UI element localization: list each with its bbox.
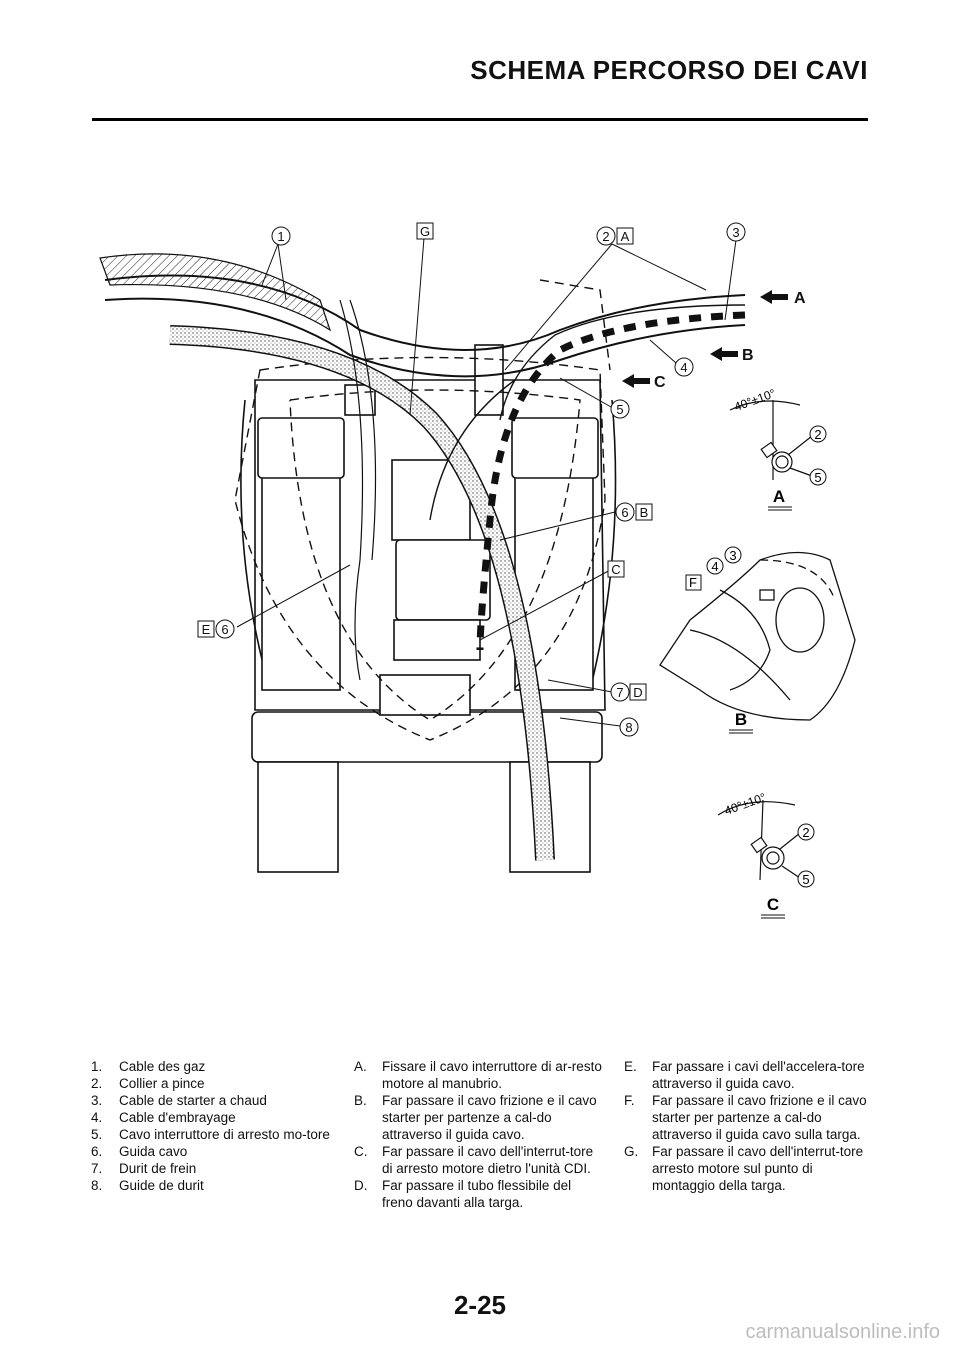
detail-a xyxy=(729,400,813,480)
legend-parts: 1.Cable des gaz 2.Collier a pince 3.Cabl… xyxy=(91,1058,331,1194)
callout-8: 8 xyxy=(625,720,632,735)
detail-c xyxy=(717,799,801,881)
list-item: 2.Collier a pince xyxy=(91,1076,205,1091)
detail-b-4: 4 xyxy=(711,559,718,574)
list-item: C.Far passare il cavo dell'interrut-tore… xyxy=(354,1144,594,1176)
detail-c-2: 2 xyxy=(802,825,809,840)
list-item: 3.Cable de starter a chaud xyxy=(91,1093,267,1108)
callout-7: 7 xyxy=(616,685,623,700)
callout-6e: 6 xyxy=(221,622,228,637)
detail-a-5: 5 xyxy=(814,470,821,485)
detail-a-angle: 40°±10° xyxy=(732,386,777,414)
callout-4: 4 xyxy=(680,360,687,375)
callout-2: 2 xyxy=(602,229,609,244)
callout-6b-box: B xyxy=(640,505,649,520)
view-arrows: A B C xyxy=(622,290,806,391)
legend-instructions-e-g: E.Far passare i cavi dell'accelera-tore … xyxy=(624,1058,874,1194)
callout-c: C xyxy=(611,562,620,577)
arrow-label-c: C xyxy=(654,374,666,391)
detail-b-label: B xyxy=(735,710,747,729)
list-item: 1.Cable des gaz xyxy=(91,1059,206,1074)
list-item: 5.Cavo interruttore di arresto mo-tore xyxy=(91,1127,330,1142)
detail-c-label: C xyxy=(767,895,779,914)
callout-g: G xyxy=(420,224,430,239)
list-item: 4.Cable d'embrayage xyxy=(91,1110,236,1125)
detail-a-2: 2 xyxy=(814,427,821,442)
list-item: G.Far passare il cavo dell'interrut-tore… xyxy=(624,1144,864,1193)
list-item: D.Far passare il tubo flessibile del fre… xyxy=(354,1178,572,1210)
cable-routing-diagram: 1 G 2 A 3 4 5 6 B C E 6 7 D 8 A B C xyxy=(99,222,856,919)
detail-a-label: A xyxy=(773,487,785,506)
list-item: F.Far passare il cavo frizione e il cavo… xyxy=(624,1093,867,1142)
watermark: carmanualsonline.info xyxy=(745,1321,940,1343)
list-item: 8.Guide de durit xyxy=(91,1178,204,1193)
page-title: SCHEMA PERCORSO DEI CAVI xyxy=(470,55,868,85)
callout-5: 5 xyxy=(616,402,623,417)
callout-1: 1 xyxy=(277,229,284,244)
front-body xyxy=(240,344,617,873)
detail-b-f: F xyxy=(689,575,697,590)
arrow-label-a: A xyxy=(794,290,806,307)
list-item: 7.Durit de frein xyxy=(91,1161,197,1176)
detail-c-5: 5 xyxy=(802,872,809,887)
list-item: 6.Guida cavo xyxy=(91,1144,188,1159)
detail-c-angle: 40°±10° xyxy=(723,790,768,818)
detail-b xyxy=(659,551,856,721)
callout-d: D xyxy=(633,685,642,700)
list-item: E.Far passare i cavi dell'accelera-tore … xyxy=(624,1059,865,1091)
page-number: 2-25 xyxy=(453,1290,507,1320)
legend-instructions-a-d: A.Fissare il cavo interruttore di ar-res… xyxy=(354,1058,604,1211)
header-rule xyxy=(92,118,868,121)
callout-6b-num: 6 xyxy=(621,505,628,520)
list-item: B.Far passare il cavo frizione e il cavo… xyxy=(354,1093,597,1142)
arrow-label-b: B xyxy=(742,347,754,364)
callout-e: E xyxy=(202,622,211,637)
callout-3: 3 xyxy=(732,225,739,240)
detail-b-3: 3 xyxy=(729,548,736,563)
callout-a: A xyxy=(621,229,630,244)
list-item: A.Fissare il cavo interruttore di ar-res… xyxy=(354,1059,602,1091)
